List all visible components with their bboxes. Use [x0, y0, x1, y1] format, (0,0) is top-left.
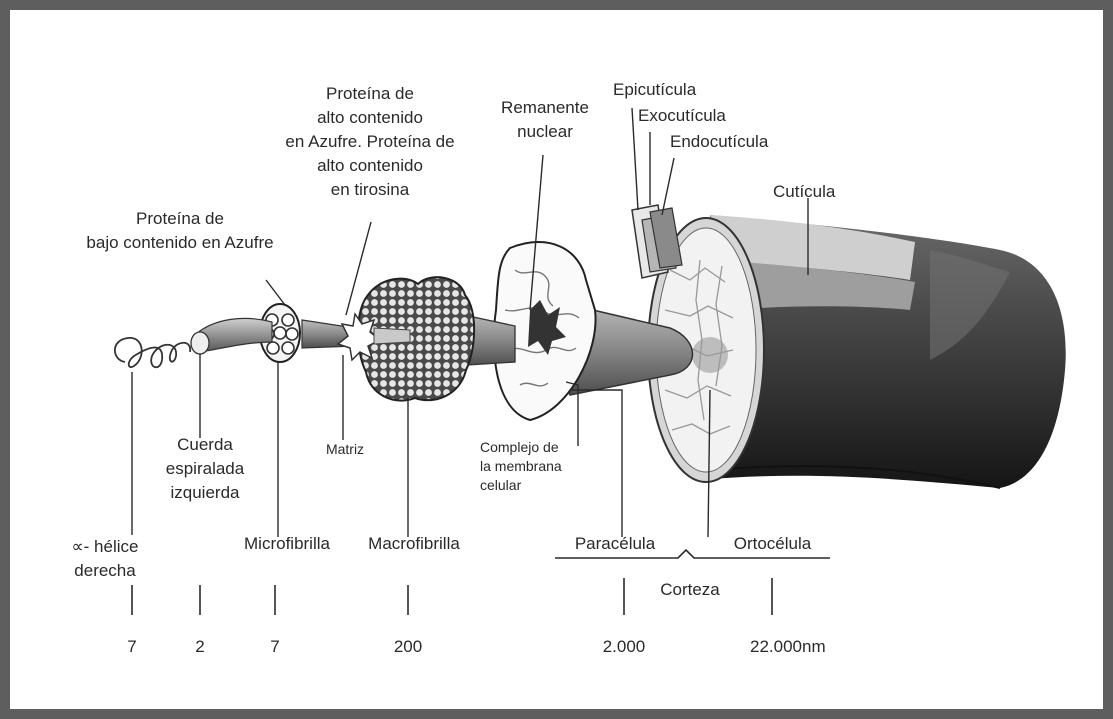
membrane-line1: Complejo de — [480, 438, 620, 457]
orthocell-label: Ortocélula — [710, 532, 835, 556]
matrix-link — [374, 328, 410, 344]
paracell-label: Paracélula — [555, 532, 675, 556]
scale-value: 200 — [378, 635, 438, 659]
epicuticle-label: Epicutícula — [613, 78, 696, 102]
low-sulfur-line2: bajo contenido en Azufre — [40, 231, 320, 255]
alpha-helix-label-line2: derecha — [30, 559, 180, 583]
alpha-helix-label-line1: ∝- hélice — [30, 535, 180, 559]
diagram-frame: ∝- hélice derecha Cuerda espiralada izqu… — [10, 10, 1103, 709]
spiral-cord-label: Cuerda espiralada izquierda — [150, 433, 260, 505]
alpha-helix-coil — [115, 338, 190, 367]
scale-value: 2.000 — [589, 635, 659, 659]
exocuticle-label: Exocutícula — [638, 104, 726, 128]
cuticle-layers — [632, 205, 682, 278]
scale-value: 7 — [250, 635, 300, 659]
cord-label-line3: izquierda — [150, 481, 260, 505]
high-sulfur-line4: alto contenido — [250, 154, 490, 178]
microfibril-label: Microfibrilla — [232, 532, 342, 556]
matrix-label: Matriz — [315, 440, 375, 459]
low-sulfur-line1: Proteína de — [40, 207, 320, 231]
high-sulfur-line3: en Azufre. Proteína de — [250, 130, 490, 154]
membrane-line2: la membrana — [480, 457, 620, 476]
cell-membrane-complex-label: Complejo de la membrana celular — [480, 438, 620, 495]
nuclear-line1: Remanente — [480, 96, 610, 120]
nuclear-remnant-label: Remanente nuclear — [480, 96, 610, 144]
cortex-label: Corteza — [640, 578, 740, 602]
low-sulfur-protein-label: Proteína de bajo contenido en Azufre — [40, 207, 320, 255]
high-sulfur-line1: Proteína de — [250, 82, 490, 106]
cuticle-label: Cutícula — [773, 180, 835, 204]
membrane-line3: celular — [480, 476, 620, 495]
high-sulfur-line5: en tirosina — [250, 178, 490, 202]
alpha-helix-label: ∝- hélice derecha — [30, 535, 180, 583]
scale-value: 2 — [175, 635, 225, 659]
high-sulfur-line2: alto contenido — [250, 106, 490, 130]
high-sulfur-protein-label: Proteína de alto contenido en Azufre. Pr… — [250, 82, 490, 202]
cord-label-line2: espiralada — [150, 457, 260, 481]
cord-label-line1: Cuerda — [150, 433, 260, 457]
macrofibril-label: Macrofibrilla — [354, 532, 474, 556]
nuclear-line2: nuclear — [480, 120, 610, 144]
endocuticle-label: Endocutícula — [670, 130, 768, 154]
rope-end — [191, 332, 209, 354]
scale-value: 22.000nm — [750, 635, 826, 659]
scale-value: 7 — [107, 635, 157, 659]
